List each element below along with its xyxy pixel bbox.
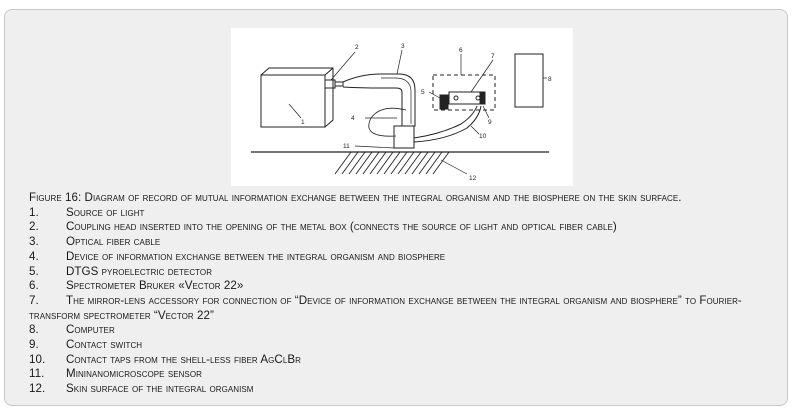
legend-text: Device of information exchange between t… bbox=[66, 249, 446, 263]
callout-5: 5 bbox=[421, 89, 425, 96]
figure-caption-text: Diagram of record of mutual information … bbox=[81, 191, 682, 204]
legend-item: 1. Source of light bbox=[29, 206, 784, 221]
callout-8: 8 bbox=[548, 76, 552, 83]
legend-text: Skin surface of the integral organism bbox=[66, 382, 254, 396]
callout-1: 1 bbox=[301, 119, 305, 126]
legend-text: Spectrometer Bruker «Vector 22» bbox=[66, 279, 244, 293]
legend-text: Contact taps from the shell-less fiber A… bbox=[66, 352, 301, 366]
legend-number: 6. bbox=[29, 279, 39, 293]
callout-11: 11 bbox=[343, 143, 350, 150]
legend-text: Contact switch bbox=[66, 338, 143, 352]
legend-item: 8. Computer bbox=[29, 323, 784, 338]
legend-number: 12. bbox=[29, 382, 46, 396]
apparatus-diagram: 1 2 3 4 5 6 7 8 9 10 11 12 bbox=[231, 28, 573, 186]
callout-4: 4 bbox=[351, 115, 355, 122]
computer-box bbox=[514, 53, 544, 108]
legend-number: 11. bbox=[29, 367, 45, 381]
legend-text: DTGS pyroelectric detector bbox=[66, 264, 213, 278]
callout-9: 9 bbox=[488, 119, 492, 126]
figure-label: Figure 16: bbox=[29, 191, 82, 204]
callout-10: 10 bbox=[479, 133, 487, 140]
figure-caption-block: Figure 16: Diagram of record of mutual i… bbox=[29, 191, 784, 397]
coupling-head bbox=[324, 79, 344, 89]
legend-item: 9. Contact switch bbox=[29, 338, 784, 353]
legend-number: 9. bbox=[29, 338, 39, 352]
legend-number: 10. bbox=[29, 352, 46, 366]
legend-item: 10. Contact taps from the shell-less fibe… bbox=[29, 353, 784, 368]
legend-item: 11. Mininanomicroscope sensor bbox=[29, 367, 784, 382]
legend-number: 5. bbox=[29, 264, 39, 278]
callout-12: 12 bbox=[469, 175, 477, 182]
legend-item: 5. DTGS pyroelectric detector bbox=[29, 265, 784, 280]
legend-item: 3. Optical fiber cable bbox=[29, 235, 784, 250]
legend-number: 1. bbox=[29, 205, 39, 219]
legend-number: 3. bbox=[29, 235, 39, 249]
legend-text: Mininanomicroscope sensor bbox=[66, 367, 202, 381]
legend-text: Optical fiber cable bbox=[66, 235, 161, 249]
legend-item: 7.The mirror-lens accessory for connecti… bbox=[29, 294, 784, 323]
callout-7: 7 bbox=[491, 53, 495, 60]
callout-2: 2 bbox=[355, 44, 359, 51]
callout-3: 3 bbox=[401, 43, 405, 50]
legend-text: The mirror-lens accessory for connection… bbox=[29, 293, 742, 322]
legend-number: 4. bbox=[29, 249, 39, 263]
legend-item: 12. Skin surface of the integral organism bbox=[29, 382, 784, 397]
callout-6: 6 bbox=[459, 47, 463, 54]
skin-hatch bbox=[334, 151, 450, 175]
leader-lines bbox=[288, 49, 547, 175]
figure-panel: 1 2 3 4 5 6 7 8 9 10 11 12 Figure 16: Di… bbox=[4, 9, 788, 406]
legend-item: 2. Coupling head inserted into the openin… bbox=[29, 220, 784, 235]
figure-caption: Figure 16: Diagram of record of mutual i… bbox=[29, 191, 784, 206]
spectrometer-box bbox=[432, 74, 496, 111]
legend-number: 8. bbox=[29, 323, 39, 337]
light-source-box bbox=[260, 67, 334, 128]
legend-item: 6. Spectrometer Bruker «Vector 22» bbox=[29, 279, 784, 294]
legend-number: 7. bbox=[29, 293, 39, 307]
fiber-cable-tube bbox=[342, 73, 416, 149]
legend-text: Coupling head inserted into the opening … bbox=[66, 220, 617, 234]
diagram-svg: 1 2 3 4 5 6 7 8 9 10 11 12 bbox=[251, 43, 552, 182]
legend-text: Source of light bbox=[66, 205, 145, 219]
legend-item: 4. Device of information exchange between… bbox=[29, 250, 784, 265]
legend-number: 2. bbox=[29, 220, 39, 234]
contact-taps bbox=[413, 105, 482, 143]
legend-text: Computer bbox=[66, 323, 115, 337]
